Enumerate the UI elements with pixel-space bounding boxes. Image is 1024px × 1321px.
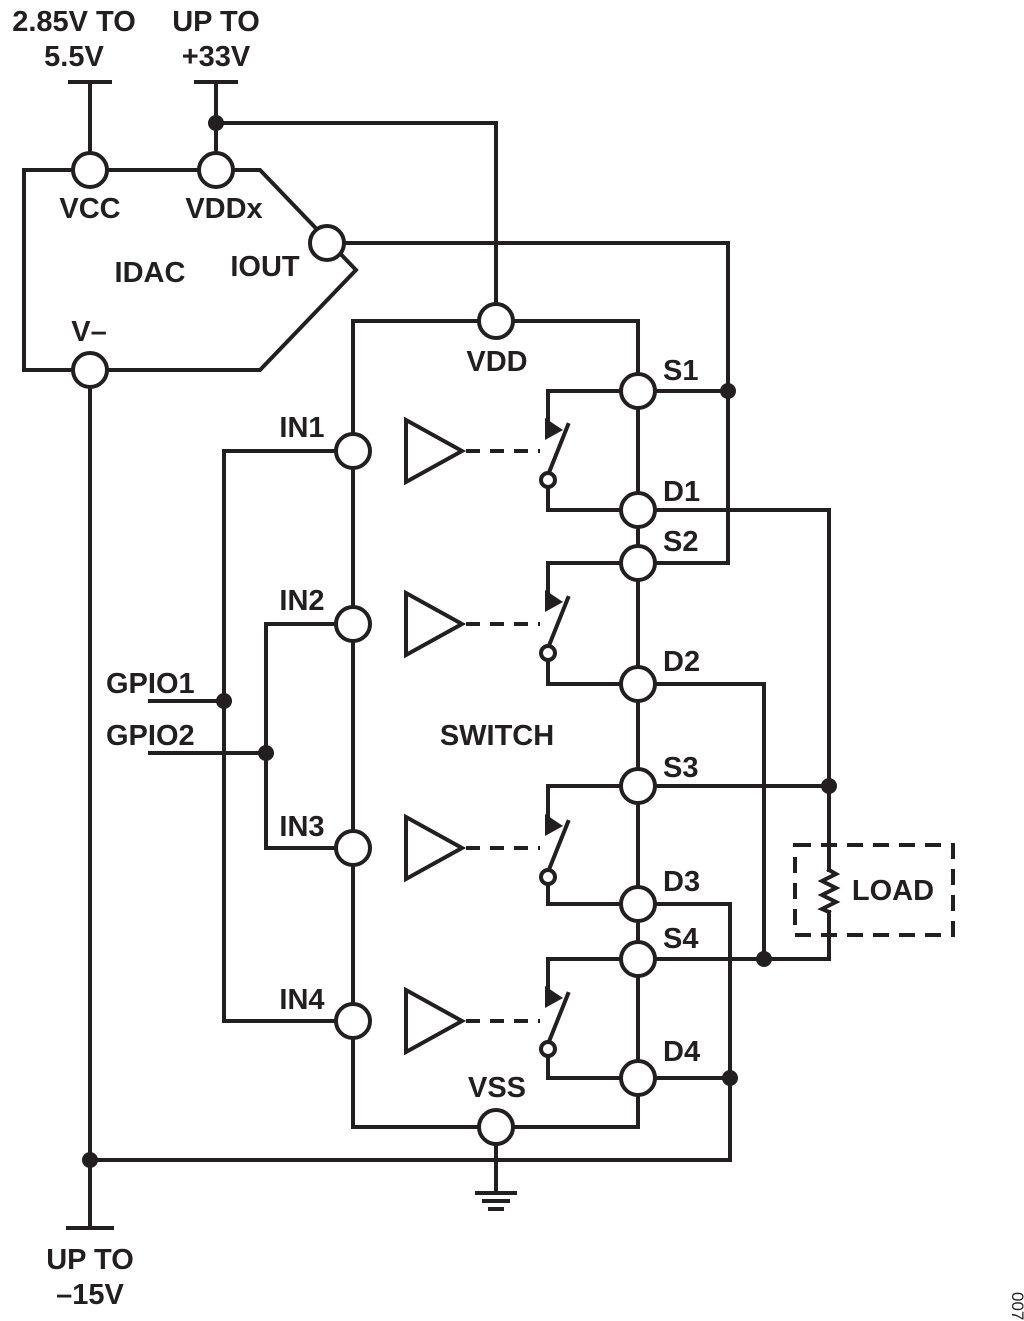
vcc-supply-label-line1: 2.85V TO [12, 6, 136, 38]
idac-vddx-pin-label: VDDx [185, 193, 262, 225]
vdd-pin-label: VDD [466, 346, 527, 378]
switch-channel-3 [404, 784, 640, 906]
switch-label: SWITCH [440, 720, 554, 752]
vddx-supply-label-line1: UP TO [172, 6, 260, 38]
s3-pin-label: S3 [663, 752, 698, 784]
idac-vcc-pin-label: VCC [59, 193, 120, 225]
load-box [793, 843, 955, 937]
figure-id: 007 [1008, 1292, 1024, 1320]
switch-channel-4 [404, 957, 640, 1080]
switch-channel-2 [404, 561, 640, 686]
idac-label: IDAC [115, 257, 186, 289]
d4-pin-label: D4 [663, 1036, 700, 1068]
in3-pin-label: IN3 [279, 811, 324, 843]
in4-pin-label: IN4 [279, 984, 324, 1016]
load-label: LOAD [852, 875, 934, 907]
in1-pin-label: IN1 [279, 412, 324, 444]
d2-pin-label: D2 [663, 646, 700, 678]
s4-pin-label: S4 [663, 923, 698, 955]
s2-pin-label: S2 [663, 526, 698, 558]
vcc-supply-label-line2: 5.5V [44, 41, 104, 73]
s1-pin-label: S1 [663, 355, 698, 387]
ground-icon [475, 1191, 517, 1211]
idac-vminus-pin-label: V– [71, 316, 106, 348]
wires [66, 80, 831, 1230]
d3-pin-label: D3 [663, 866, 700, 898]
in2-pin-label: IN2 [279, 585, 324, 617]
gpio1-label: GPIO1 [106, 668, 195, 700]
junction-dots [82, 115, 837, 1168]
resistor-icon [817, 867, 841, 915]
idac-iout-pin-label: IOUT [230, 251, 300, 283]
pin-terminals [71, 151, 657, 1146]
vddx-supply-label-line2: +33V [182, 41, 251, 73]
gpio2-label: GPIO2 [106, 720, 195, 752]
vss-pin-label: VSS [468, 1072, 526, 1104]
switch-channel-1 [404, 389, 640, 512]
neg-supply-label-line1: UP TO [46, 1244, 134, 1276]
neg-supply-label-line2: –15V [56, 1279, 124, 1311]
d1-pin-label: D1 [663, 476, 700, 508]
